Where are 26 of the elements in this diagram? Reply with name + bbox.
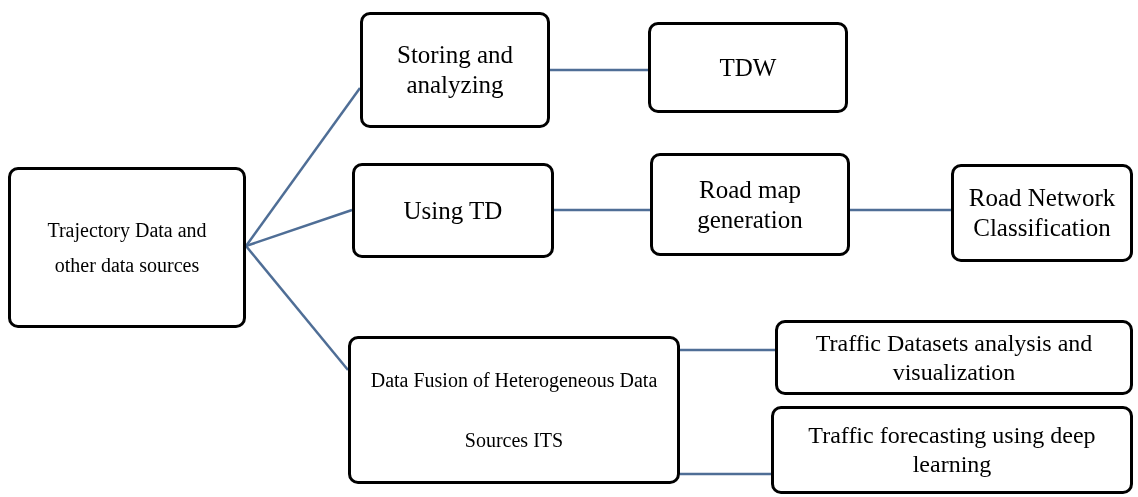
box-label: Traffic Datasets analysis and visualization xyxy=(814,328,1094,387)
process-box xyxy=(951,164,1133,262)
box-label: Road map generation xyxy=(696,174,804,235)
process-box xyxy=(8,167,246,328)
box-label: Using TD xyxy=(403,195,503,226)
connector-line xyxy=(245,245,349,371)
process-box xyxy=(348,336,680,484)
connector-line xyxy=(550,68,648,72)
process-box xyxy=(650,153,850,256)
process-box xyxy=(771,406,1133,494)
connector-line xyxy=(245,87,361,247)
box-label: TDW xyxy=(719,52,777,83)
box-label: Trajectory Data and other data sources xyxy=(46,217,208,278)
process-box xyxy=(352,163,554,258)
connector-line xyxy=(680,472,771,476)
box-label: Storing and analyzing xyxy=(396,40,514,100)
box-label: Road Network Classification xyxy=(967,183,1117,243)
connector-line xyxy=(554,208,650,212)
box-label: Data Fusion of Heterogeneous Data Sources ITS xyxy=(369,368,659,453)
box-label: Traffic forecasting using deep learning xyxy=(807,421,1097,479)
connector-line xyxy=(245,208,353,248)
process-box xyxy=(775,320,1133,395)
connector-line xyxy=(680,348,775,352)
process-box xyxy=(648,22,848,113)
process-box xyxy=(360,12,550,128)
connector-line xyxy=(850,208,951,212)
